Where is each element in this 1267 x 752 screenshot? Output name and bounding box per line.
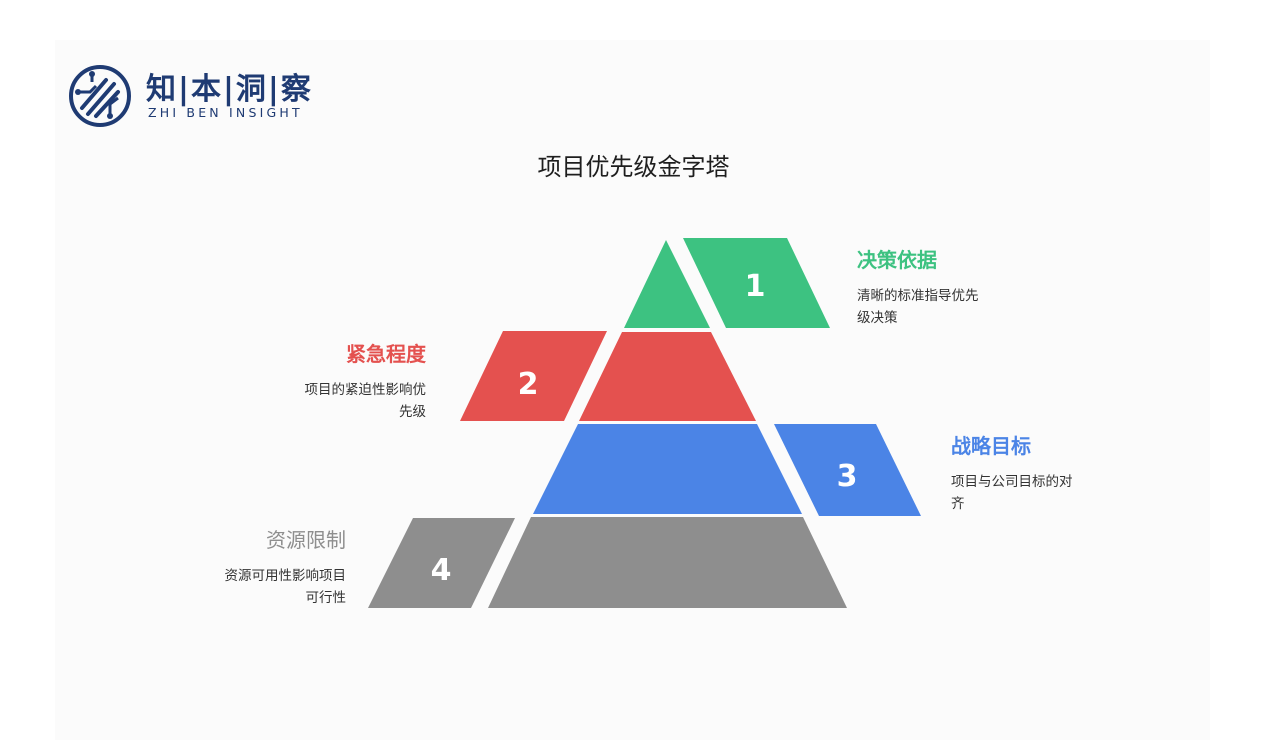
level-3-desc-line2: 齐	[951, 496, 965, 512]
diagram-title: 项目优先级金字塔	[537, 153, 730, 181]
level-4-desc-line2: 可行性	[305, 590, 347, 606]
level-2-desc-line2: 先级	[399, 404, 426, 420]
level-1-number: 1	[745, 269, 766, 304]
logo-name-en: ZHI BEN INSIGHT	[148, 105, 303, 120]
brand-logo: 知|本|洞|察 ZHI BEN INSIGHT	[66, 62, 326, 132]
pyramid-level-1	[624, 240, 710, 328]
level-1-heading: 决策依据	[857, 248, 937, 272]
level-3-desc-line1: 项目与公司目标的对	[951, 474, 1073, 490]
tab-level-1	[683, 238, 830, 328]
tab-level-2	[460, 331, 607, 421]
tab-level-3	[774, 424, 921, 516]
annotation-level-2: 紧急程度 项目的紧迫性影响优 先级	[226, 338, 427, 423]
level-4-number: 4	[431, 553, 452, 588]
pyramid-level-3	[533, 424, 802, 514]
pyramid-level-4	[488, 517, 847, 608]
level-3-heading: 战略目标	[951, 434, 1031, 458]
level-2-desc-line1: 项目的紧迫性影响优	[304, 382, 427, 398]
pyramid-level-2	[579, 332, 756, 421]
level-1-desc-line2: 级决策	[857, 310, 898, 326]
logo-name-cn: 知|本|洞|察	[146, 72, 313, 107]
tab-level-4	[368, 518, 515, 608]
level-4-desc-line1: 资源可用性影响项目	[224, 568, 347, 584]
annotation-level-4: 资源限制 资源可用性影响项目 可行性	[146, 524, 347, 609]
level-3-number: 3	[837, 459, 858, 494]
level-1-desc-line1: 清晰的标准指导优先	[857, 288, 979, 304]
level-4-heading: 资源限制	[266, 528, 346, 552]
annotation-level-3: 战略目标 项目与公司目标的对 齐	[951, 430, 1151, 515]
annotation-level-1: 决策依据 清晰的标准指导优先 级决策	[857, 244, 1057, 329]
level-2-heading: 紧急程度	[346, 342, 426, 366]
circuit-globe-icon	[69, 65, 131, 127]
level-2-number: 2	[518, 367, 539, 402]
